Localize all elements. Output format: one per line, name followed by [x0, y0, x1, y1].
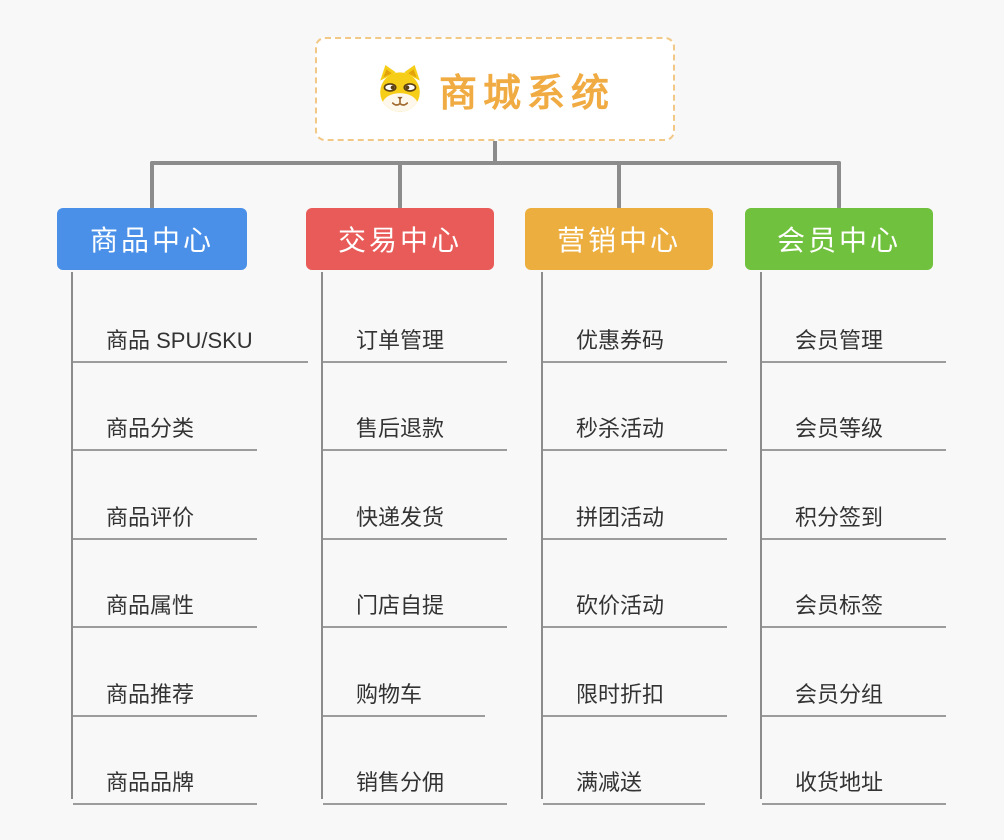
child-node[interactable]: 售后退款 [323, 399, 507, 451]
branch-items-member-center: 会员管理 会员等级 积分签到 会员标签 会员分组 收货地址 [760, 272, 946, 805]
child-node[interactable]: 限时折扣 [543, 665, 727, 717]
root-node-mall-system[interactable]: 商城系统 [315, 37, 675, 141]
branch-items-trade-center: 订单管理 售后退款 快递发货 门店自提 购物车 销售分佣 [321, 272, 507, 805]
child-node[interactable]: 会员分组 [762, 665, 946, 717]
child-node[interactable]: 购物车 [323, 665, 485, 717]
shiba-dog-icon [380, 65, 420, 112]
branch-connector-line [150, 161, 154, 209]
child-node[interactable]: 商品属性 [73, 576, 257, 628]
branch-node-product-center[interactable]: 商品中心 [57, 208, 247, 270]
branch-items-marketing-center: 优惠券码 秒杀活动 拼团活动 砍价活动 限时折扣 满减送 [541, 272, 727, 805]
child-node[interactable]: 快递发货 [323, 488, 507, 540]
child-node[interactable]: 订单管理 [323, 311, 507, 363]
child-node[interactable]: 拼团活动 [543, 488, 727, 540]
child-node[interactable]: 商品品牌 [73, 753, 257, 805]
child-node[interactable]: 商品推荐 [73, 665, 257, 717]
child-node[interactable]: 砍价活动 [543, 576, 727, 628]
child-node[interactable]: 秒杀活动 [543, 399, 727, 451]
child-node[interactable]: 会员管理 [762, 311, 946, 363]
child-node[interactable]: 积分签到 [762, 488, 946, 540]
child-node[interactable]: 收货地址 [762, 753, 946, 805]
branch-connector-line [398, 161, 402, 209]
branch-node-member-center[interactable]: 会员中心 [745, 208, 933, 270]
child-node[interactable]: 会员等级 [762, 399, 946, 451]
child-node[interactable]: 满减送 [543, 753, 705, 805]
root-connector-line [493, 139, 497, 164]
child-node[interactable]: 优惠券码 [543, 311, 727, 363]
child-node[interactable]: 商品分类 [73, 399, 257, 451]
branch-node-trade-center[interactable]: 交易中心 [306, 208, 494, 270]
branch-node-marketing-center[interactable]: 营销中心 [525, 208, 713, 270]
branch-connector-line [617, 161, 621, 209]
branch-connector-line [837, 161, 841, 209]
root-node-title: 商城系统 [438, 72, 615, 115]
child-node[interactable]: 商品评价 [73, 488, 257, 540]
branch-rail-line [150, 161, 841, 165]
child-node[interactable]: 销售分佣 [323, 753, 507, 805]
branch-items-product-center: 商品 SPU/SKU 商品分类 商品评价 商品属性 商品推荐 商品品牌 [71, 272, 308, 805]
child-node[interactable]: 会员标签 [762, 576, 946, 628]
child-node[interactable]: 门店自提 [323, 576, 507, 628]
child-node[interactable]: 商品 SPU/SKU [73, 311, 308, 363]
